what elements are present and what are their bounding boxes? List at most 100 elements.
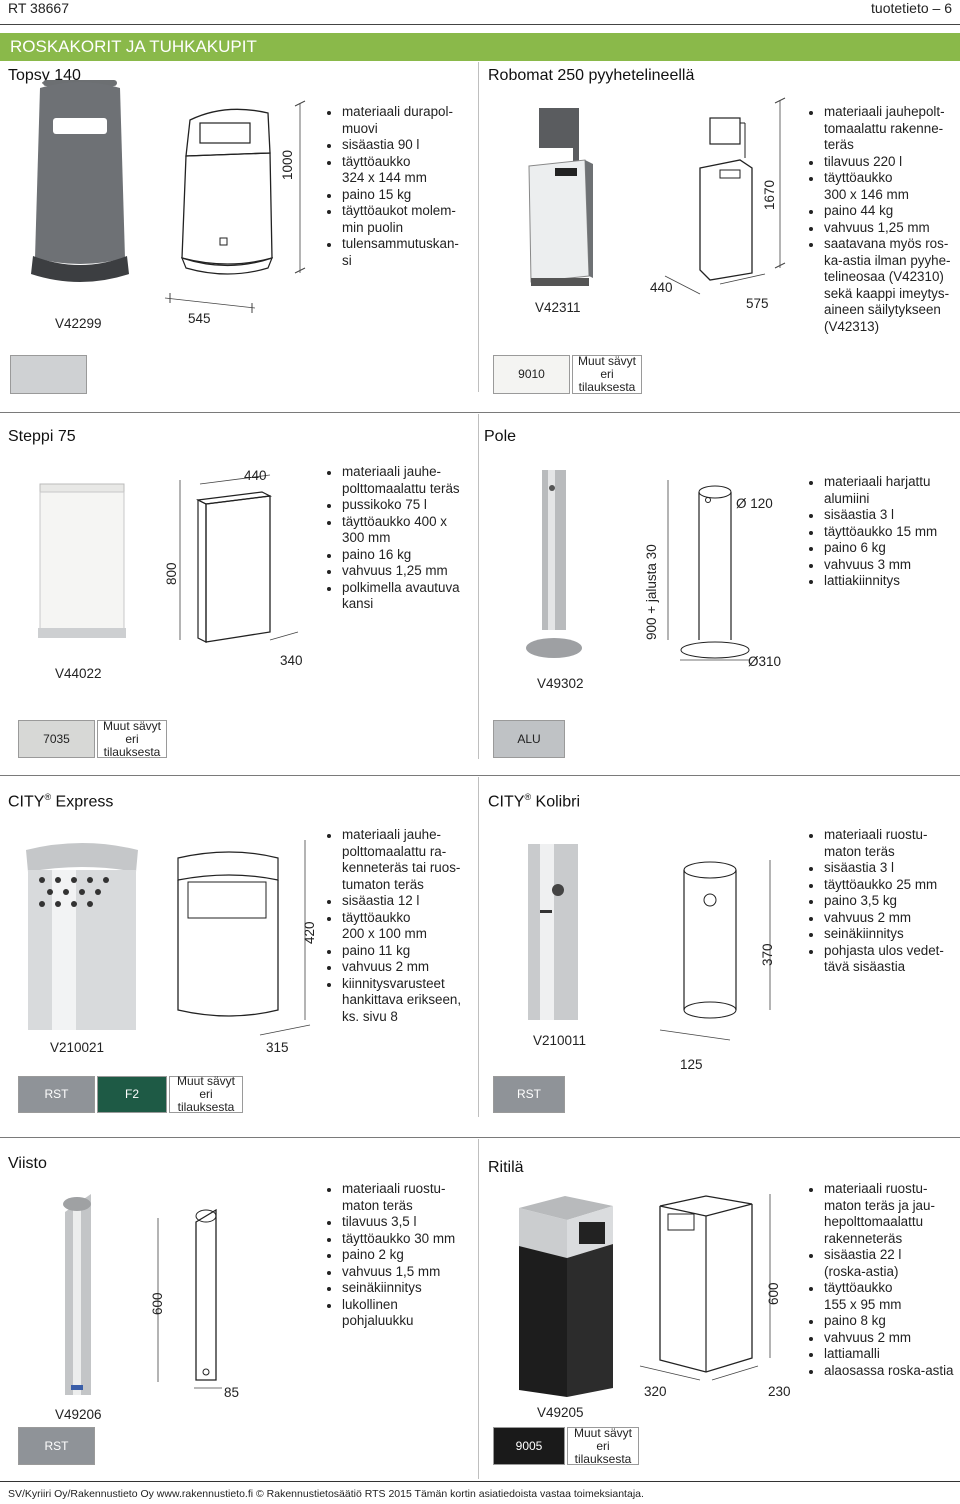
city-kolibri-spec-list: materiaali ruostu- maton teräs sisäastia… <box>806 827 960 976</box>
spec-item: vahvuus 1,25 mm <box>324 563 474 580</box>
product-title-topsy: Topsy 140 <box>8 67 81 84</box>
city-express-height-dim: 420 <box>302 921 317 944</box>
spec-item: paino 44 kg <box>806 203 960 220</box>
swatch-gray-topsy <box>10 355 87 394</box>
spec-item: tulensammutuskan- si <box>324 236 474 269</box>
spec-item: vahvuus 2 mm <box>806 910 960 927</box>
swatch-rst: RST <box>493 1076 565 1113</box>
spec-item: lattiamalli <box>806 1346 960 1363</box>
robomat-spec-list: materiaali jauhepolt- tomaalattu rakenne… <box>806 104 960 335</box>
pole-base-dim: Ø310 <box>748 654 782 669</box>
spec-item: sisäastia 3 l <box>806 860 960 877</box>
spec-item: seinäkiinnitys <box>806 926 960 943</box>
swatch-other-colors: Muut sävyt eri tilauksesta <box>97 719 167 758</box>
spec-item: täyttöaukko 155 x 95 mm <box>806 1280 960 1313</box>
spec-item: vahvuus 1,5 mm <box>324 1264 474 1281</box>
swatch-9005: 9005 <box>493 1427 565 1465</box>
header-rule <box>0 24 960 25</box>
row-divider <box>0 412 960 413</box>
product-title-viisto: Viisto <box>8 1155 47 1172</box>
swatch-9010: 9010 <box>493 355 570 394</box>
pole-photo <box>526 470 582 658</box>
pole-spec-list: materiaali harjattu alumiini sisäastia 3… <box>806 474 960 590</box>
spec-item: materiaali jauhe- polttomaalattu teräs <box>324 464 474 497</box>
spec-item: tilavuus 220 l <box>806 154 960 171</box>
spec-item: paino 2 kg <box>324 1247 474 1264</box>
spec-item: materiaali ruostu- maton teräs <box>324 1181 474 1214</box>
spec-item: materiaali harjattu alumiini <box>806 474 960 507</box>
swatch-f2: F2 <box>97 1076 167 1113</box>
swatch-rst: RST <box>18 1076 95 1113</box>
pole-diameter-dim: Ø 120 <box>736 496 773 511</box>
robomat-depth-dim: 440 <box>650 280 673 295</box>
spec-item: kiinnitysvarusteet hankittava erikseen, … <box>324 976 474 1026</box>
spec-item: paino 11 kg <box>324 943 474 960</box>
spec-item: sisäastia 3 l <box>806 507 960 524</box>
spec-item: polkimella avautuva kansi <box>324 580 474 613</box>
footer-rule <box>0 1481 960 1482</box>
spec-item: täyttöaukko 400 x 300 mm <box>324 514 474 547</box>
ritila-spec-list: materiaali ruostu- maton teräs ja jau- h… <box>806 1181 960 1379</box>
row-divider <box>0 775 960 776</box>
spec-item: sisäastia 90 l <box>324 137 474 154</box>
topsy-height-dim: 1000 <box>280 149 295 180</box>
spec-item: täyttöaukko 25 mm <box>806 877 960 894</box>
topsy-spec-list: materiaali durapol- muovi sisäastia 90 l… <box>324 104 474 269</box>
city-kolibri-drawing <box>659 860 771 1041</box>
ritila-photo <box>519 1196 613 1397</box>
robomat-width-dim: 575 <box>746 296 769 311</box>
spec-item: vahvuus 3 mm <box>806 557 960 574</box>
swatch-rst: RST <box>18 1427 95 1465</box>
swatch-alu: ALU <box>493 720 565 758</box>
swatch-other-colors: Muut sävyt eri tilauksesta <box>572 355 642 394</box>
footer-text: SV/Kyriiri Oy/Rakennustieto Oy www.raken… <box>8 1488 644 1500</box>
spec-item: materiaali ruostu- maton teräs <box>806 827 960 860</box>
spec-item: täyttöaukko 30 mm <box>324 1231 474 1248</box>
column-divider <box>478 414 479 759</box>
spec-item: paino 15 kg <box>324 187 474 204</box>
spec-item: lattiakiinnitys <box>806 573 960 590</box>
spec-item: täyttöaukko 324 x 144 mm <box>324 154 474 187</box>
topsy-width-dim: 545 <box>188 311 211 326</box>
steppi-photo <box>38 483 126 638</box>
swatch-7035: 7035 <box>18 720 95 758</box>
product-title-city-kolibri: CITY® Kolibri <box>488 792 580 811</box>
robomat-drawing <box>664 97 786 295</box>
product-code-viisto: V49206 <box>55 1407 102 1422</box>
topsy-drawing <box>164 100 306 313</box>
product-title-steppi: Steppi 75 <box>8 428 76 445</box>
column-divider <box>478 1139 479 1479</box>
spec-item: paino 6 kg <box>806 540 960 557</box>
spec-item: materiaali jauhepolt- tomaalattu rakenne… <box>806 104 960 154</box>
column-divider <box>478 777 479 1117</box>
pole-height-dim: 900 + jalusta 30 <box>644 544 659 640</box>
spec-item: materiaali ruostu- maton teräs ja jau- h… <box>806 1181 960 1247</box>
city-express-spec-list: materiaali jauhe- polttomaalattu ra- ken… <box>324 827 474 1025</box>
product-code-pole: V49302 <box>537 676 584 691</box>
product-title-ritila: Ritilä <box>488 1159 524 1176</box>
product-code-robomat: V42311 <box>535 300 581 315</box>
city-kolibri-width-dim: 125 <box>680 1057 703 1072</box>
spec-item: pussikoko 75 l <box>324 497 474 514</box>
spec-item: paino 8 kg <box>806 1313 960 1330</box>
column-divider <box>478 62 479 392</box>
spec-item: lukollinen pohjaluukku <box>324 1297 474 1330</box>
document-code: RT 38667 <box>8 0 69 16</box>
product-title-pole: Pole <box>484 428 517 445</box>
ritila-height-dim: 600 <box>766 1282 781 1305</box>
spec-item: vahvuus 1,25 mm <box>806 220 960 237</box>
spec-item: täyttöaukot molem- min puolin <box>324 203 474 236</box>
steppi-height-dim: 800 <box>164 562 179 585</box>
section-banner: ROSKAKORIT JA TUHKAKUPIT <box>0 33 960 61</box>
spec-item: materiaali jauhe- polttomaalattu ra- ken… <box>324 827 474 893</box>
steppi-width-dim: 440 <box>244 468 267 483</box>
viisto-drawing <box>157 1208 222 1389</box>
city-kolibri-height-dim: 370 <box>760 943 775 966</box>
ritila-depth-dim: 230 <box>768 1384 791 1399</box>
steppi-depth-dim: 340 <box>280 653 303 668</box>
spec-item: vahvuus 2 mm <box>806 1330 960 1347</box>
city-kolibri-photo <box>528 844 578 1020</box>
spec-item: vahvuus 2 mm <box>324 959 474 976</box>
spec-item: täyttöaukko 200 x 100 mm <box>324 910 474 943</box>
ritila-width-dim: 320 <box>644 1384 667 1399</box>
